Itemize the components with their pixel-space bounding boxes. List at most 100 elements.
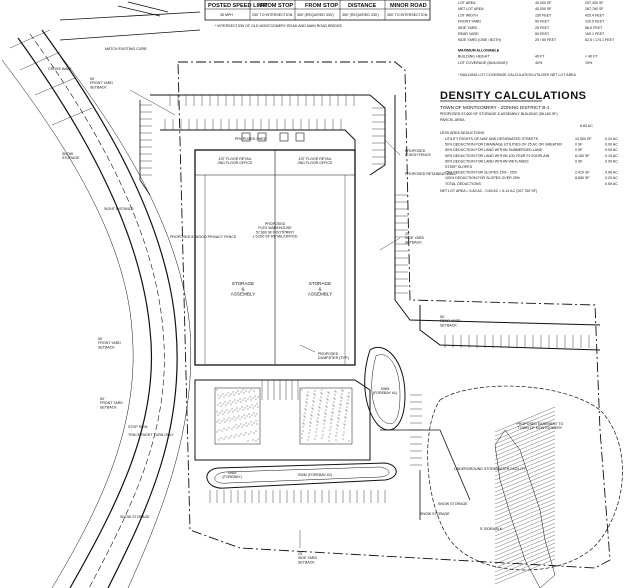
pavement-dot	[223, 438, 225, 440]
pavement-dot	[243, 434, 245, 436]
pavement-dot	[328, 436, 330, 438]
pavement-dot	[346, 402, 348, 404]
pavement-dot	[319, 407, 321, 409]
pavement-dot	[313, 393, 315, 395]
label-line: 2ND FLOOR OFFICE	[298, 161, 333, 165]
pavement-dot	[219, 422, 221, 424]
pavement-dot	[245, 390, 247, 392]
pavement-dot	[330, 422, 332, 424]
pavement-dot	[218, 439, 220, 441]
pavement-dot	[248, 423, 250, 425]
density-row-ac: 0.00 AC	[605, 148, 618, 152]
label-line: PROPOSED	[318, 352, 339, 356]
pavement-dot	[242, 399, 244, 401]
pavement-dot	[347, 399, 349, 401]
label-line: 50'	[98, 337, 103, 341]
pavement-dot	[221, 430, 223, 432]
pavement-dot	[221, 420, 223, 422]
pavement-dot	[234, 419, 236, 421]
label-line: FRONT YARD	[90, 81, 113, 85]
label-line: 50'	[100, 397, 105, 401]
pavement-dot	[237, 390, 239, 392]
pavement-dot	[301, 389, 303, 391]
label-line: FLEX WAREHOUSE	[258, 226, 292, 230]
density-row-label: STEEP SLOPES	[445, 165, 473, 169]
label-line: ASSEMBLY	[308, 292, 332, 297]
col-1-header: POSTED SPEED LIMIT	[208, 3, 268, 9]
pavement-dot	[319, 399, 321, 401]
pavement-dot	[235, 392, 237, 394]
label-line: SWM	[381, 387, 390, 391]
pavement-dot	[340, 404, 342, 406]
hatch-line	[494, 538, 556, 565]
hatch-line	[494, 450, 556, 477]
density-row-label: 50% DEDUCTION FOR DRAINAGE UTILITIES OF …	[445, 143, 562, 147]
pavement-dot	[249, 406, 251, 408]
pavement-dot	[309, 421, 311, 423]
net-lot-area: NET LOT AREA = 6.83 AC - 0.69 AC = 6.14 …	[440, 189, 537, 193]
pavement-dot	[310, 414, 312, 416]
loading-door	[295, 132, 305, 142]
pavement-dot	[245, 432, 247, 434]
label-line: ± 5,000 SF RETAIL/OFFICE	[252, 234, 298, 238]
bulk-row-label: SIDE YARD (ONE / BOTH)	[458, 38, 501, 42]
pavement-dot	[334, 390, 336, 392]
south-parking	[194, 379, 386, 503]
hatch-line	[494, 462, 556, 489]
label-line: 25'	[298, 552, 303, 556]
pavement-dot	[225, 404, 227, 406]
swm-bottom-label: SWM (FOREBAY #2)	[298, 473, 332, 477]
pavement-dot	[340, 400, 342, 402]
pavement-dot	[239, 408, 241, 410]
label-line: TOWN OF MONTGOMERY	[518, 426, 563, 430]
pavement-dot	[323, 423, 325, 425]
bulk-row-required: 40,000 SF	[535, 1, 552, 5]
hatch-line	[494, 502, 556, 529]
pavement-dot	[228, 437, 230, 439]
pavement-dot	[348, 392, 350, 394]
pavement-dot	[246, 425, 248, 427]
bulk-row-required: 50 FEET	[535, 32, 550, 36]
pavement-dot	[232, 401, 234, 403]
pavement-dot	[348, 396, 350, 398]
pavement-dot	[301, 437, 303, 439]
pavement-dot	[256, 403, 258, 405]
density-row-label: 50% DEDUCTION FOR LAND WITHIN WETLANDS	[445, 159, 529, 163]
pavement-dot	[333, 401, 335, 403]
label-line: PROPOSED	[265, 222, 286, 226]
pavement-dot	[312, 400, 314, 402]
hatch-line	[494, 454, 556, 481]
pavement-dot	[218, 419, 220, 421]
pavement-dot	[251, 404, 253, 406]
pavement-dot	[343, 427, 345, 429]
swm-right-label: SWM(FOREBAY #1)	[373, 387, 397, 395]
swm-left-label: SWM(FOREBAY)	[222, 471, 241, 479]
pavement-dot	[257, 396, 259, 398]
pavement-dot	[241, 426, 243, 428]
pavement-dot	[229, 400, 231, 402]
density-title: DENSITY CALCULATIONS	[440, 90, 587, 102]
hatch-line	[494, 410, 556, 437]
density-row-sf: 0 SF	[575, 148, 583, 152]
hatch-line	[494, 470, 556, 497]
road	[1, 1, 201, 588]
hatch-line	[494, 534, 556, 561]
bulk-row-provided: 425.4 FEET	[585, 13, 605, 17]
label-line: SIDE YARD	[405, 236, 424, 240]
pavement-dot	[314, 394, 316, 396]
pavement-dot	[303, 415, 305, 417]
pavement-dot	[226, 419, 228, 421]
east-drive	[380, 95, 601, 520]
pavement-dot	[224, 401, 226, 403]
pavement-dot	[244, 417, 246, 419]
pavement-dot	[345, 413, 347, 415]
pavement-dot	[228, 395, 230, 397]
label-line: 2ND FLOOR OFFICE	[218, 161, 253, 165]
pavement-dot	[328, 440, 330, 442]
pavement-dot	[325, 405, 327, 407]
